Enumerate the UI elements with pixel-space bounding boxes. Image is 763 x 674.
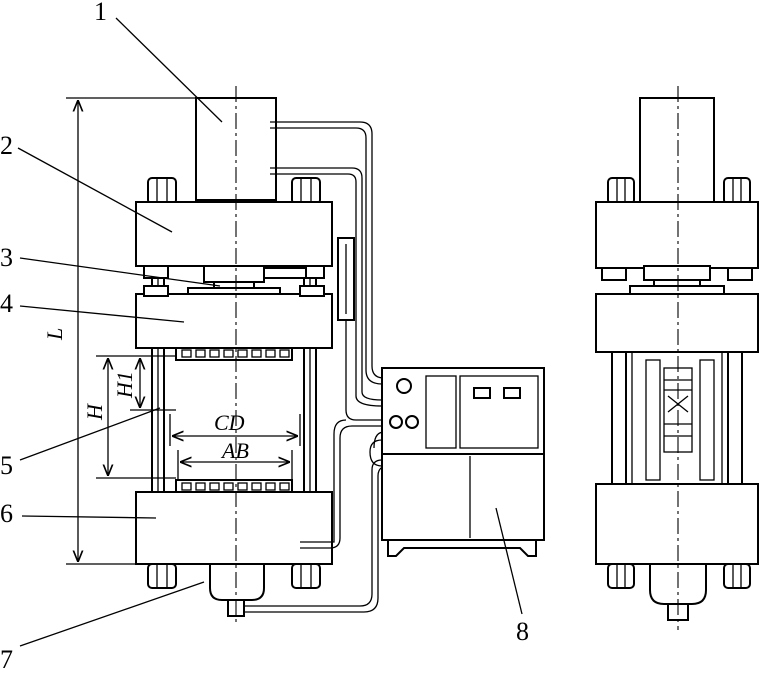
side-view bbox=[595, 86, 759, 630]
callout-5: 5 bbox=[0, 451, 13, 480]
leader-lines bbox=[17, 17, 523, 647]
dimension-AB bbox=[177, 450, 293, 480]
dim-AB-label: AB bbox=[220, 438, 249, 463]
top-nuts bbox=[147, 177, 321, 205]
dim-H1-label: H1 bbox=[112, 371, 137, 399]
dimension-CD bbox=[169, 414, 301, 446]
upper-die-plate bbox=[175, 347, 293, 361]
lower-beam bbox=[135, 491, 333, 565]
hydraulic-pipes bbox=[244, 121, 389, 613]
bottom-nuts bbox=[147, 563, 321, 589]
callout-numbers: 1 2 3 4 5 6 7 8 bbox=[0, 0, 529, 674]
control-cabinet bbox=[381, 367, 545, 557]
callout-7: 7 bbox=[0, 645, 13, 674]
side-cylinder bbox=[639, 97, 715, 203]
callout-4: 4 bbox=[0, 289, 13, 318]
callout-2: 2 bbox=[0, 131, 13, 160]
side-lower-beam bbox=[595, 483, 759, 565]
dimension-H bbox=[96, 355, 176, 479]
dimension-L bbox=[66, 97, 196, 565]
dim-L-label: L bbox=[42, 328, 67, 341]
moving-slide bbox=[135, 293, 333, 349]
side-upper-beam bbox=[595, 201, 759, 269]
ejector-cylinder bbox=[209, 563, 265, 617]
dim-H-label: H bbox=[82, 403, 107, 421]
front-view: L H H1 CD AB bbox=[42, 86, 389, 626]
piston-rod bbox=[187, 265, 307, 297]
dim-CD-label: CD bbox=[214, 410, 245, 435]
callout-8: 8 bbox=[516, 617, 529, 646]
callout-1: 1 bbox=[94, 0, 107, 26]
side-moving-slide bbox=[595, 293, 759, 353]
upper-beam bbox=[135, 201, 333, 267]
callout-6: 6 bbox=[0, 499, 13, 528]
callout-3: 3 bbox=[0, 243, 13, 272]
